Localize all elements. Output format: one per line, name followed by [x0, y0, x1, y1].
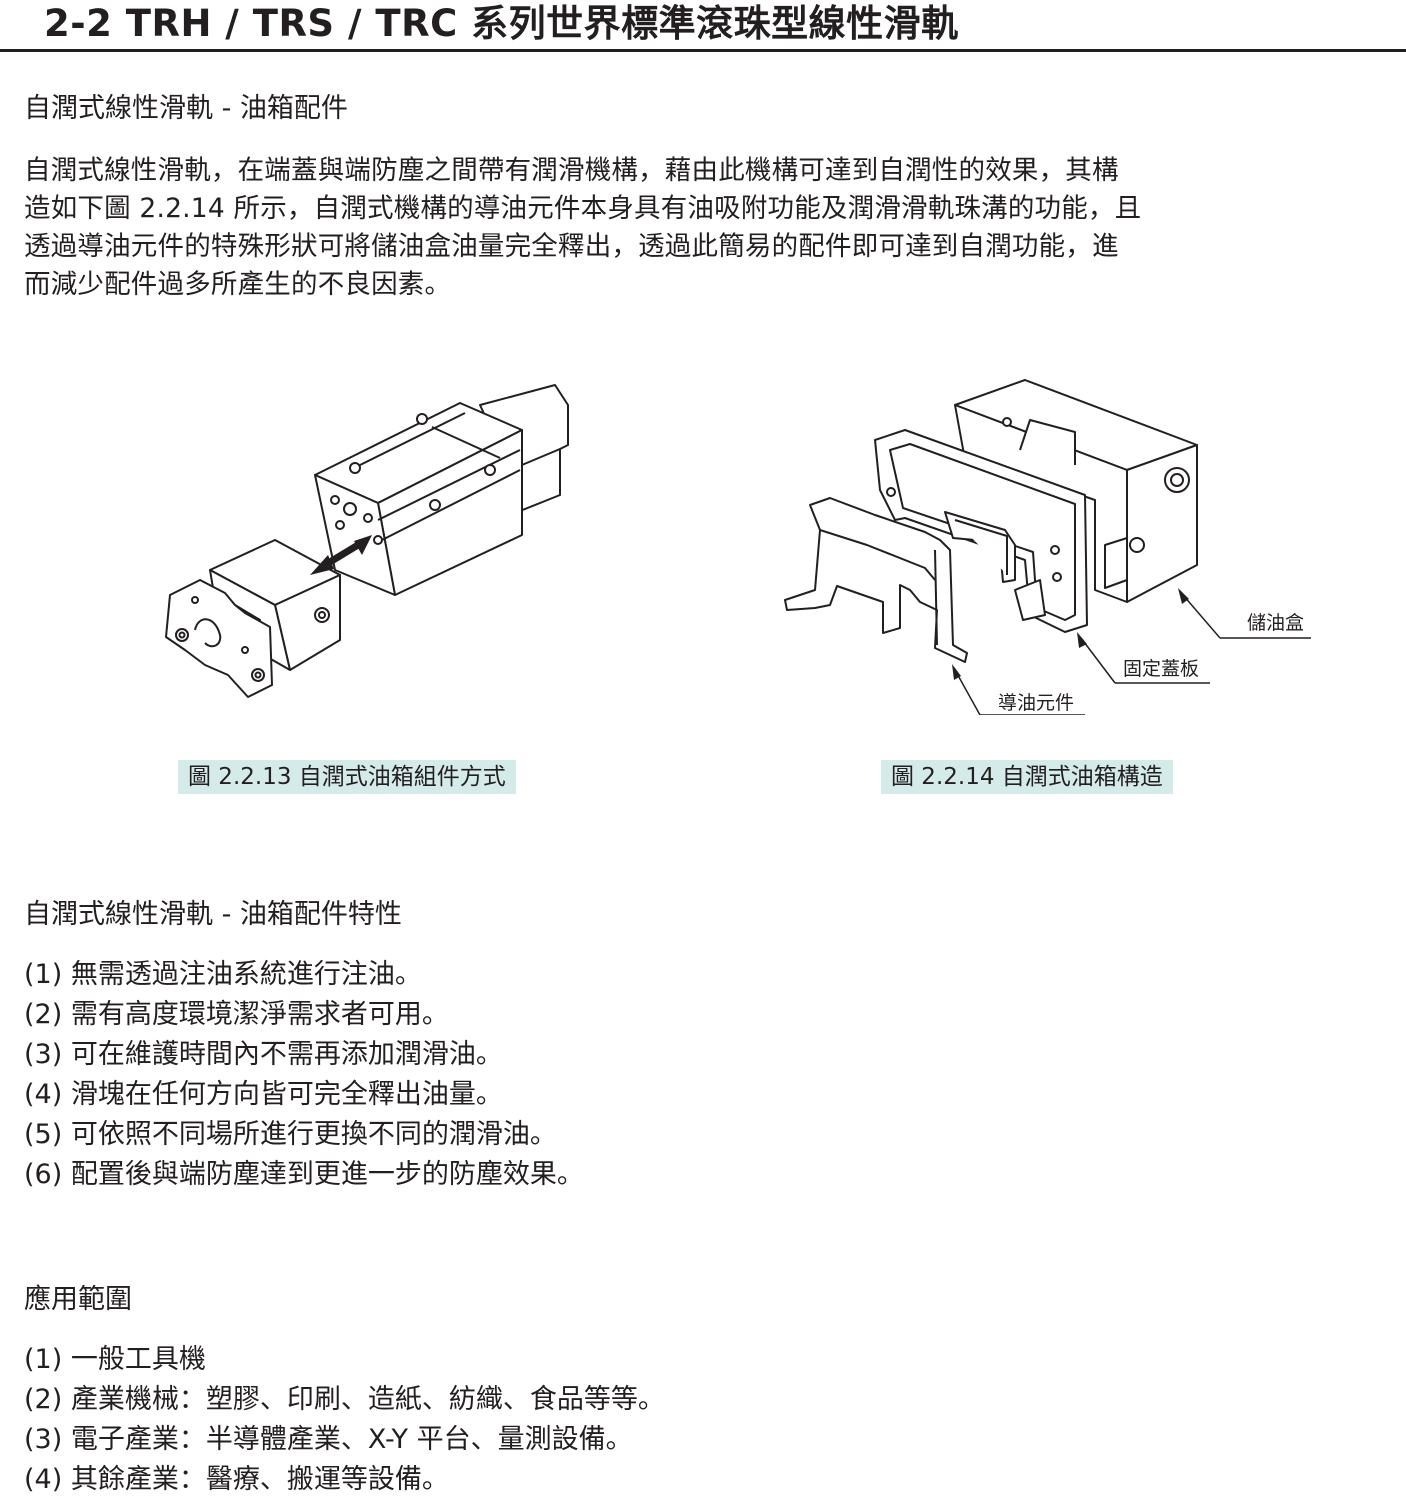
list-item: (1) 一般工具機	[24, 1344, 206, 1375]
list-item: (1) 無需透過注油系統進行注油。	[24, 959, 422, 990]
list-item: (4) 滑塊在任何方向皆可完全釋出油量。	[24, 1079, 503, 1110]
section-title-oil-box-accessory: 自潤式線性滑軌 - 油箱配件	[24, 93, 348, 124]
page-title: 2-2 TRH / TRS / TRC 系列世界標準滾珠型線性滑軌	[44, 2, 959, 45]
intro-paragraph: 自潤式線性滑軌，在端蓋與端防塵之間帶有潤滑機構，藉由此機構可達到自潤性的效果，其…	[24, 152, 1396, 304]
applications-list: (1) 一般工具機 (2) 產業機械：塑膠、印刷、造紙、紡織、食品等等。 (3)…	[24, 1340, 665, 1500]
paragraph-line: 自潤式線性滑軌，在端蓋與端防塵之間帶有潤滑機構，藉由此機構可達到自潤性的效果，其…	[24, 155, 1119, 186]
figure-oil-box-structure: 儲油盒 固定蓋板 導油元件	[775, 370, 1335, 715]
label-oil-guide-element: 導油元件	[998, 692, 1075, 714]
figure-caption-2-2-13: 圖 2.2.13 自潤式油箱組件方式	[178, 760, 516, 794]
figure-caption-2-2-14: 圖 2.2.14 自潤式油箱構造	[881, 760, 1173, 794]
list-item: (3) 可在維護時間內不需再添加潤滑油。	[24, 1039, 503, 1070]
list-item: (4) 其餘產業：醫療、搬運等設備。	[24, 1464, 449, 1495]
page-header: 2-2 TRH / TRS / TRC 系列世界標準滾珠型線性滑軌	[0, 0, 1406, 52]
list-item: (3) 電子產業：半導體產業、X-Y 平台、量測設備。	[24, 1424, 633, 1455]
label-fixed-cover-plate: 固定蓋板	[1123, 658, 1200, 680]
list-item: (2) 產業機械：塑膠、印刷、造紙、紡織、食品等等。	[24, 1384, 665, 1415]
paragraph-line: 透過導油元件的特殊形狀可將儲油盒油量完全釋出，透過此簡易的配件即可達到自潤功能，…	[24, 231, 1119, 262]
structure-illustration	[784, 379, 1311, 715]
paragraph-line: 而減少配件過多所產生的不良因素。	[24, 269, 452, 300]
list-item: (2) 需有高度環境潔淨需求者可用。	[24, 999, 449, 1030]
list-item: (5) 可依照不同場所進行更換不同的潤滑油。	[24, 1119, 557, 1150]
section-title-features: 自潤式線性滑軌 - 油箱配件特性	[24, 899, 402, 930]
list-item: (6) 配置後與端防塵達到更進一步的防塵效果。	[24, 1159, 584, 1190]
paragraph-line: 造如下圖 2.2.14 所示，自潤式機構的導油元件本身具有油吸附功能及潤滑滑軌珠…	[24, 193, 1142, 224]
assembly-illustration	[165, 384, 569, 698]
features-list: (1) 無需透過注油系統進行注油。 (2) 需有高度環境潔淨需求者可用。 (3)…	[24, 955, 584, 1195]
section-title-applications: 應用範圍	[24, 1284, 132, 1315]
figure-assembly-method	[150, 375, 590, 715]
label-oil-storage-box: 儲油盒	[1247, 612, 1305, 634]
